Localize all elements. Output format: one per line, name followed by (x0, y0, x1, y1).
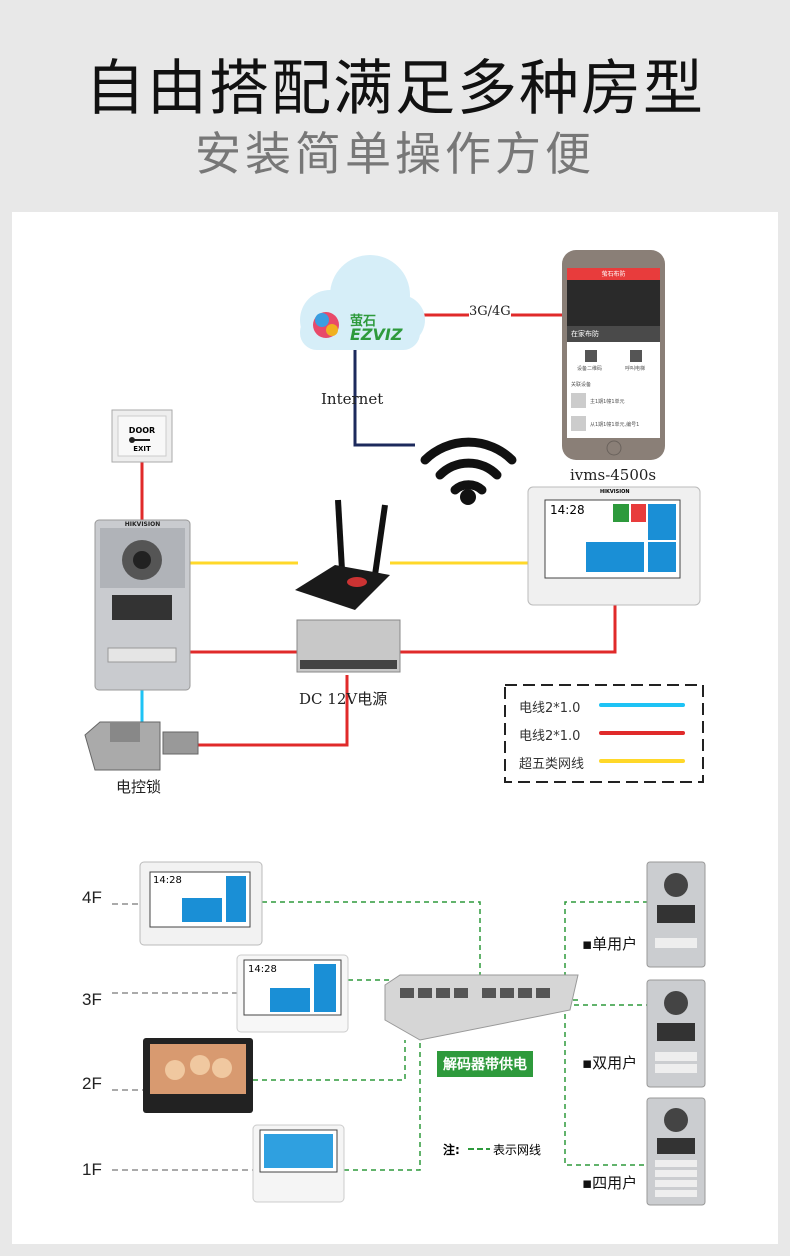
floor-label-3f: 3F (82, 990, 102, 1009)
phone-device-2: 从1期1幢1单元,编号1 (590, 422, 640, 428)
station-label-dual: ▪双用户 (582, 1054, 638, 1072)
network-lines-bottom (253, 901, 647, 1171)
phone-action-qr: 设备二维码 (577, 366, 603, 372)
monitor-3f-time: 14:28 (248, 964, 277, 975)
internet-label: Internet (321, 390, 384, 408)
network-switch (384, 974, 579, 1041)
phone-section: 关联设备 (571, 382, 592, 388)
switch-power-label: 解码器带供电 (437, 1051, 533, 1077)
monitor-2f (143, 1038, 253, 1113)
station-label-single-text: 单用户 (592, 935, 638, 953)
floor-leaders (112, 903, 253, 1171)
monitor-4f (139, 861, 263, 946)
power-line-monitor (400, 603, 617, 654)
monitor-brand: HIKVISION (600, 489, 630, 495)
legend-label-red: 电线2*1.0 (519, 729, 581, 744)
legend-label-blue: 电线2*1.0 (519, 701, 581, 716)
station-label-quad: ▪四用户 (582, 1174, 638, 1192)
phone-device (562, 250, 665, 460)
phone-device-1: 主1期1幢1单元 (590, 399, 625, 405)
cloud-brand: EZVIZ (350, 325, 403, 344)
wires (140, 313, 617, 747)
wifi-icon (420, 437, 517, 505)
app-name-label: ivms-4500s (570, 466, 657, 484)
floor-label-1f: 1F (82, 1160, 102, 1179)
phone-mode: 在家布防 (571, 330, 599, 338)
ezviz-cloud-icon (300, 255, 425, 350)
monitor-4f-time: 14:28 (153, 875, 182, 886)
legend-box (504, 684, 704, 783)
station-label-quad-text: 四用户 (592, 1174, 638, 1192)
floor-label-4f: 4F (82, 888, 102, 907)
power-supply-label: DC 12V电源 (299, 690, 388, 708)
router (295, 499, 390, 610)
station-label-dual-text: 双用户 (592, 1054, 638, 1072)
electric-lock (84, 721, 199, 771)
station-brand: HIKVISION (124, 521, 161, 528)
page-title: 自由搭配满足多种房型 (85, 54, 705, 124)
note-text: 表示网线 (493, 1143, 542, 1157)
legend-label-yellow: 超五类网线 (519, 757, 585, 772)
outdoor-station-single (646, 861, 706, 968)
monitor-3f (236, 954, 349, 1033)
note-prefix: 注: (443, 1143, 460, 1157)
floor-label-2f: 2F (82, 1074, 102, 1093)
phone-action-elevator: 呼叫电梯 (625, 366, 646, 372)
exit-label: EXIT (133, 445, 151, 453)
door-station (94, 519, 191, 691)
page-subtitle: 安装简单操作方便 (195, 127, 595, 181)
indoor-monitor (527, 486, 701, 606)
cloud-brand-cn: 萤石 (350, 314, 377, 329)
phone-app-title: 萤石布防 (601, 271, 626, 278)
lock-label: 电控锁 (116, 778, 162, 796)
lock-power-line (198, 675, 349, 747)
door-label: DOOR (128, 426, 156, 435)
mobile-link-label: 3G/4G (469, 304, 511, 319)
station-label-single: ▪单用户 (582, 935, 638, 953)
power-supply (296, 619, 401, 673)
door-exit-button (111, 409, 173, 463)
internet-line (353, 350, 415, 447)
monitor-1f (252, 1124, 345, 1203)
outdoor-station-quad (646, 1097, 706, 1206)
monitor-time: 14:28 (550, 503, 585, 517)
outdoor-station-dual (646, 979, 706, 1088)
